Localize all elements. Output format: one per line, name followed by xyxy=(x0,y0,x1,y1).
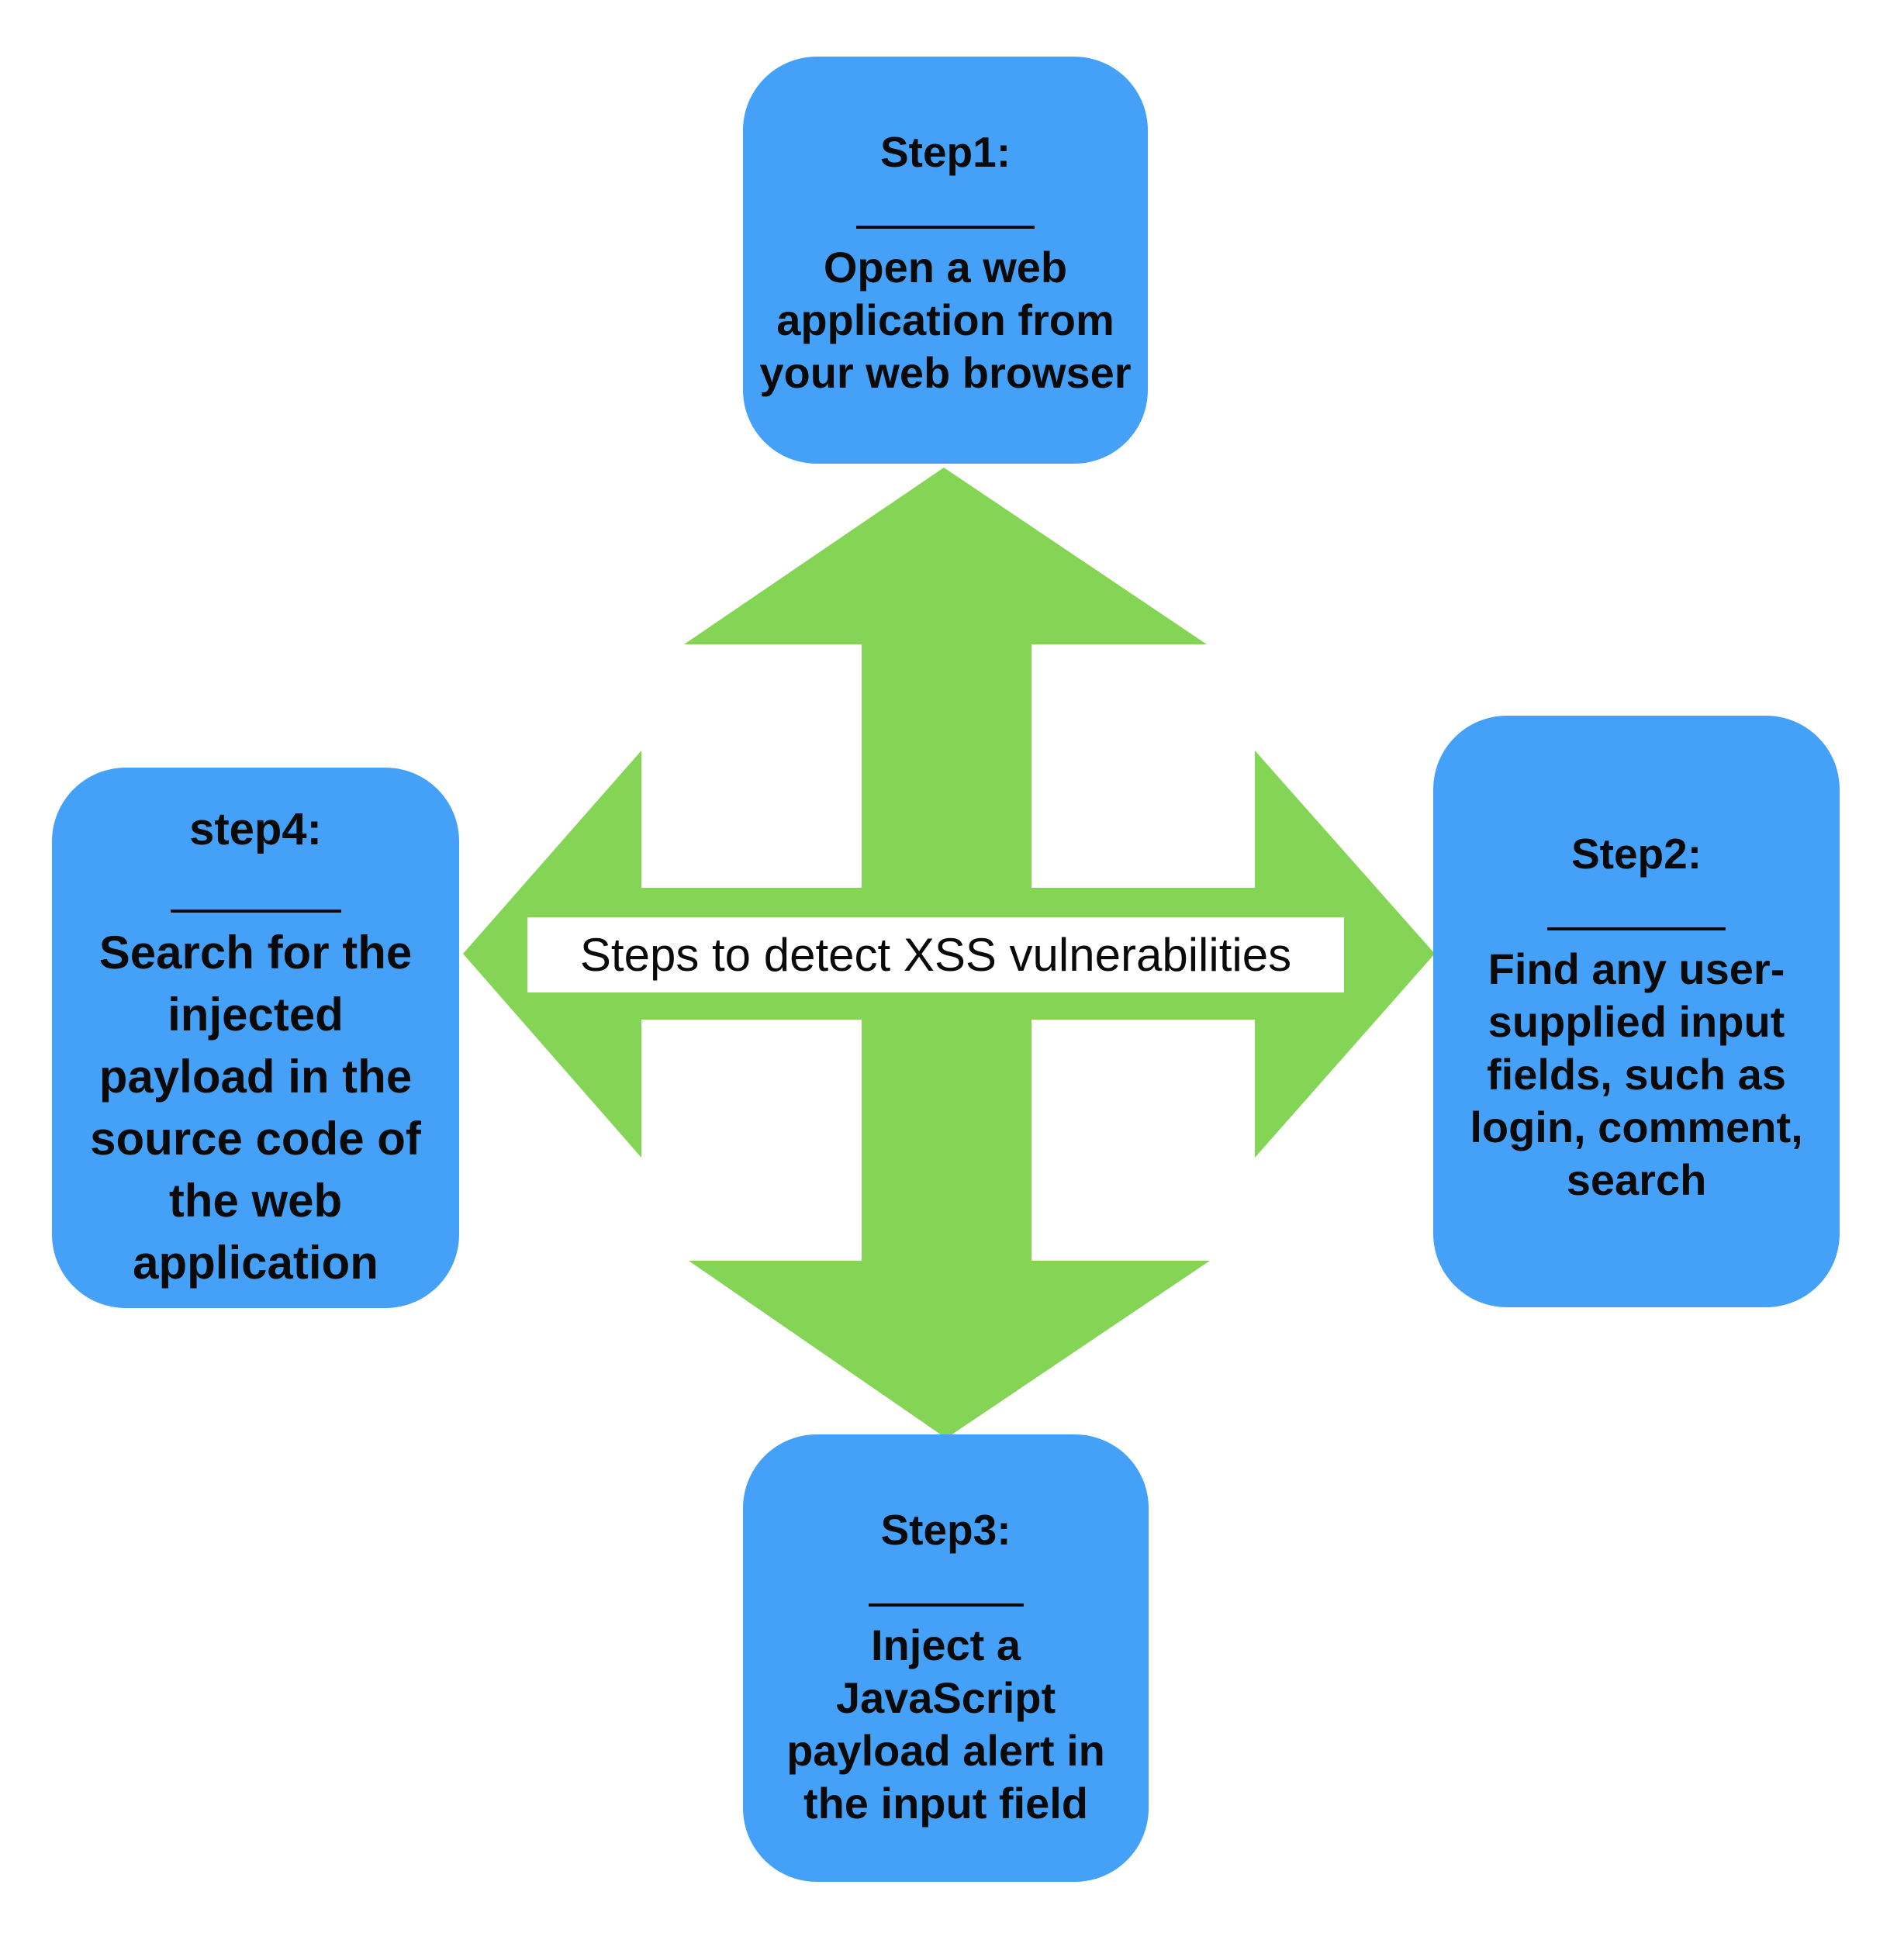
step3-box: Step3: Inject a JavaScript payload alert… xyxy=(743,1434,1149,1882)
step3-title: Step3: xyxy=(880,1506,1011,1554)
step4-text: Search for the injected payload in the s… xyxy=(90,927,421,1289)
step2-title: Step2: xyxy=(1571,830,1702,878)
step4-title: step4: xyxy=(189,804,322,854)
step4-box: step4: Search for the injected payload i… xyxy=(52,768,459,1308)
step2-box: Step2: Find any user- supplied input fie… xyxy=(1433,716,1840,1307)
step1-text: Open a web application from your web bro… xyxy=(759,243,1132,397)
step2-text: Find any user- supplied input fields, su… xyxy=(1470,944,1803,1204)
step3-underline xyxy=(868,1603,1024,1607)
step1-title: Step1: xyxy=(879,128,1011,176)
step2-underline xyxy=(1547,927,1726,930)
step3-text: Inject a JavaScript payload alert in the… xyxy=(786,1621,1105,1828)
step1-underline xyxy=(856,226,1035,229)
center-label: Steps to detect XSS vulnerabilities xyxy=(527,917,1344,992)
step1-box: Step1: Open a web application from your … xyxy=(743,57,1148,464)
step4-underline xyxy=(170,910,341,913)
